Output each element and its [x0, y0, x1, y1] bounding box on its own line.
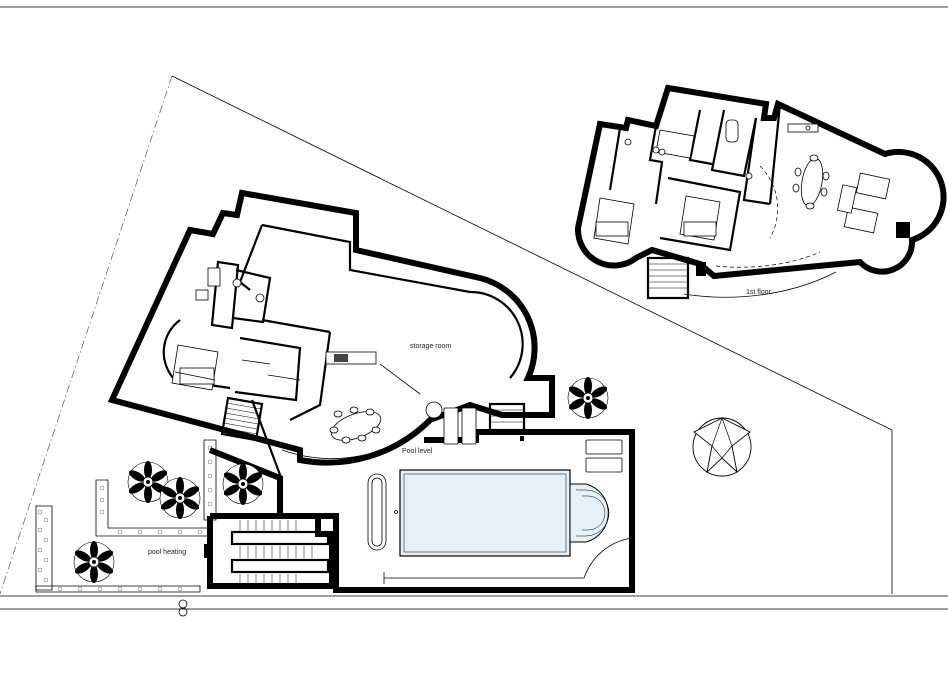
terrace-steps — [488, 402, 526, 432]
kitchen-counter — [325, 351, 421, 395]
storage-level-walls — [107, 189, 555, 466]
storage-room-label: storage room — [410, 343, 451, 350]
pool-stairs — [204, 520, 330, 586]
first-floor-plan — [574, 84, 947, 300]
site-boundary — [0, 75, 893, 617]
first-floor-label: 1st floor — [746, 289, 772, 296]
garden-beds — [35, 439, 217, 593]
swimming-pool — [367, 469, 633, 584]
bedroom-lower — [171, 344, 219, 391]
frame-lines — [0, 6, 948, 610]
bathroom-fixtures — [195, 267, 265, 303]
sun-loungers — [425, 401, 623, 473]
north-arrow-icon — [692, 416, 752, 477]
terrace-arc — [281, 421, 431, 459]
pool-level-label: Pool level — [402, 448, 433, 455]
lower-stairs — [220, 396, 264, 442]
dining-table — [329, 406, 382, 444]
pool-heating-label: pool heating — [148, 549, 186, 556]
